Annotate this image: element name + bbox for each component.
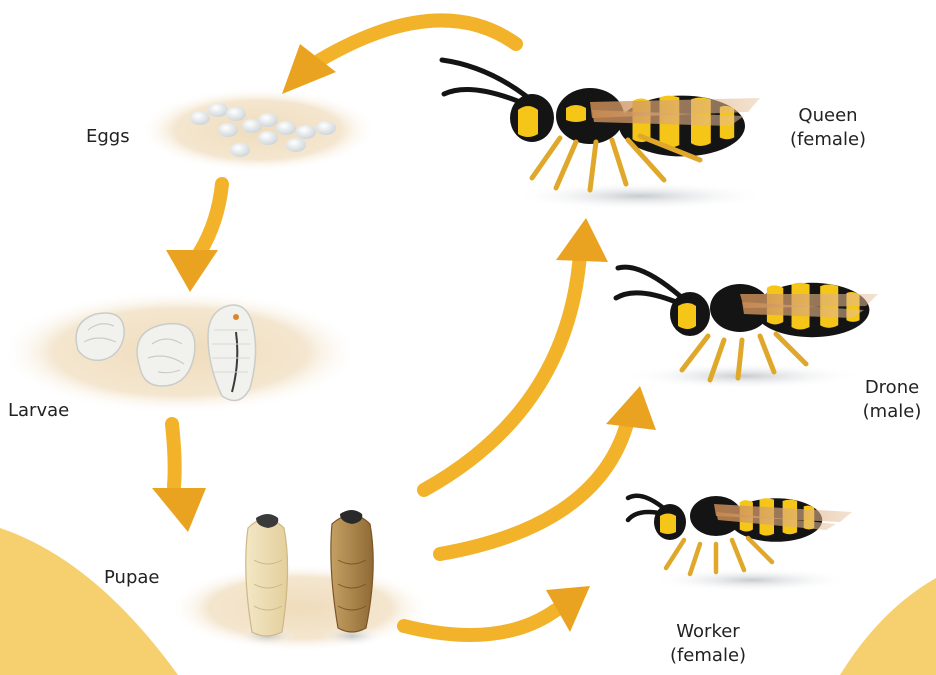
arrow-eggs-to-larvae: [200, 184, 222, 252]
arrow-pupae-to-queen-head: [556, 218, 608, 262]
arrow-pupae-to-queen: [424, 254, 580, 490]
arrow-larvae-to-pupae: [172, 424, 175, 486]
eggs-label: Eggs: [86, 125, 130, 149]
worker-label: Worker (female): [670, 620, 746, 668]
queen-label: Queen (female): [790, 104, 866, 152]
background-arc-left: [0, 528, 178, 675]
worker-label-caste: Worker: [670, 620, 746, 644]
drone-label: Drone (male): [863, 376, 922, 424]
arrow-queen-to-eggs: [320, 20, 516, 60]
drone-label-sex: (male): [863, 400, 922, 424]
larvae-label: Larvae: [8, 399, 69, 423]
arrow-larvae-to-pupae-head: [152, 488, 206, 532]
worker-wasp: [628, 496, 852, 592]
drone-label-caste: Drone: [863, 376, 922, 400]
drone-wasp: [616, 267, 878, 389]
arrow-pupae-to-drone-head: [606, 386, 656, 430]
pupae-label: Pupae: [104, 566, 159, 590]
worker-label-sex: (female): [670, 644, 746, 668]
queen-wasp: [442, 60, 770, 210]
queen-label-caste: Queen: [790, 104, 866, 128]
arrow-pupae-to-drone: [440, 420, 628, 554]
pupae-nest-patch: [170, 564, 430, 652]
background-arc-right: [840, 578, 936, 675]
arrow-eggs-to-larvae-head: [166, 250, 218, 292]
queen-label-sex: (female): [790, 128, 866, 152]
